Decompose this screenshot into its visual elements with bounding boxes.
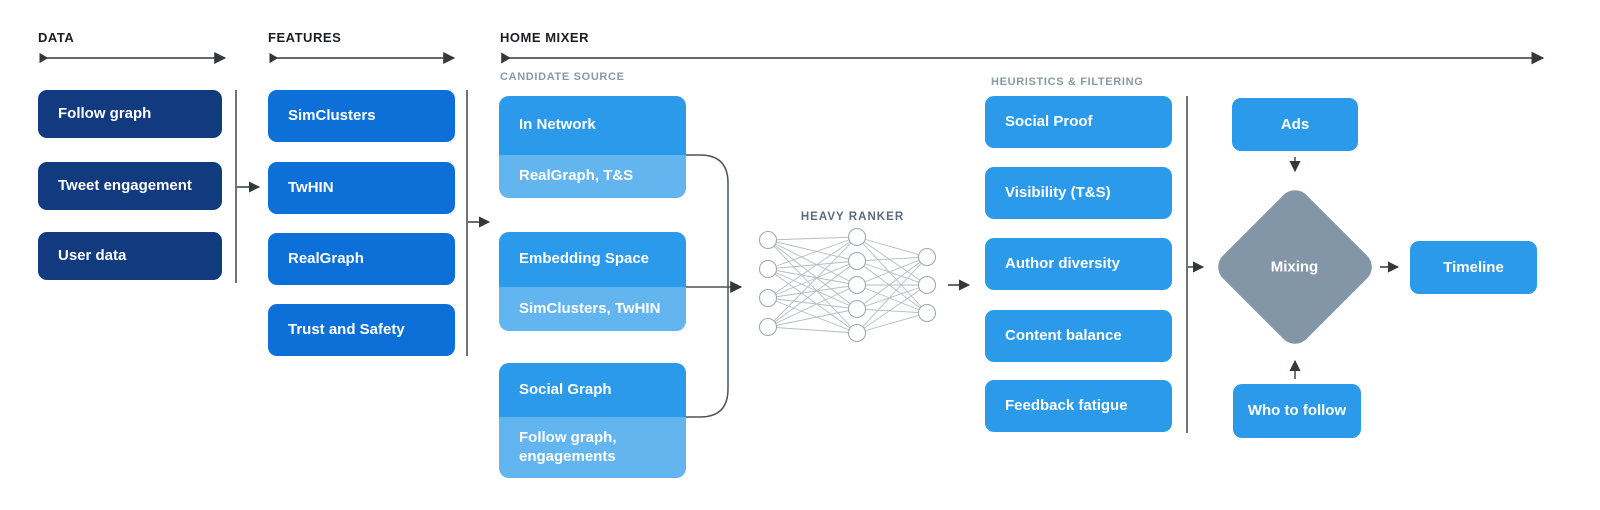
heuristics-box-visibility: Visibility (T&S): [985, 167, 1172, 219]
candidate-stack-social-graph: Social Graph Follow graph, engagements: [499, 363, 686, 478]
features-box-label: RealGraph: [288, 250, 364, 267]
who-to-follow-box: Who to follow: [1233, 384, 1361, 438]
heavy-ranker-label: HEAVY RANKER: [800, 211, 905, 223]
home-mixer-header-label: HOME MIXER: [500, 30, 589, 45]
candidate-title: Embedding Space: [519, 250, 650, 268]
who-to-follow-box-label: Who to follow: [1247, 402, 1347, 419]
features-box-label: TwHIN: [288, 179, 334, 196]
candidate-title-section: Social Graph: [499, 363, 686, 417]
heuristics-box-feedback-fatigue: Feedback fatigue: [985, 380, 1172, 432]
data-box-tweet-engagement: Tweet engagement: [38, 162, 222, 210]
heuristics-filtering-label: HEURISTICS & FILTERING: [991, 76, 1144, 88]
features-box-realgraph: RealGraph: [268, 233, 455, 285]
candidate-subtitle: RealGraph, T&S: [519, 167, 634, 185]
features-box-trust-and-safety: Trust and Safety: [268, 304, 455, 356]
mixing-diamond: Mixing: [1211, 183, 1379, 351]
neural-network-nodes: [758, 227, 937, 343]
candidate-title: Social Graph: [519, 380, 612, 398]
data-header-label: DATA: [38, 30, 75, 45]
timeline-box-label: Timeline: [1443, 258, 1504, 276]
candidate-stack-embedding-space: Embedding Space SimClusters, TwHIN: [499, 232, 686, 331]
candidate-subtitle-section: Follow graph, engagements: [499, 417, 686, 478]
mixing-diamond-label: Mixing: [1271, 258, 1319, 276]
candidate-title-section: In Network: [499, 96, 686, 155]
heuristics-box-label: Author diversity: [1005, 255, 1121, 272]
data-box-follow-graph: Follow graph: [38, 90, 222, 138]
candidate-subtitle: SimClusters, TwHIN: [519, 299, 661, 317]
heuristics-box-label: Content balance: [1005, 327, 1122, 344]
ads-box: Ads: [1232, 98, 1358, 151]
features-box-simclusters: SimClusters: [268, 90, 455, 142]
heuristics-box-label: Visibility (T&S): [1005, 184, 1111, 201]
features-header-label: FEATURES: [268, 30, 342, 45]
data-box-label: User data: [58, 247, 127, 264]
timeline-box: Timeline: [1410, 241, 1537, 294]
neural-network-edges: [767, 236, 928, 334]
ads-box-label: Ads: [1280, 115, 1310, 133]
heuristics-box-author-diversity: Author diversity: [985, 238, 1172, 290]
data-box-user-data: User data: [38, 232, 222, 280]
candidate-source-label: CANDIDATE SOURCE: [500, 71, 625, 83]
candidate-merge-curve: [686, 154, 729, 418]
candidate-title-section: Embedding Space: [499, 232, 686, 287]
heuristics-box-label: Feedback fatigue: [1005, 397, 1128, 414]
candidate-subtitle: Follow graph, engagements: [519, 428, 617, 465]
heuristics-box-social-proof: Social Proof: [985, 96, 1172, 148]
candidate-subtitle-section: SimClusters, TwHIN: [499, 287, 686, 331]
data-box-label: Follow graph: [58, 105, 152, 122]
heuristics-box-content-balance: Content balance: [985, 310, 1172, 362]
features-box-twhin: TwHIN: [268, 162, 455, 214]
features-box-label: Trust and Safety: [288, 321, 405, 338]
candidate-subtitle-section: RealGraph, T&S: [499, 155, 686, 198]
candidate-stack-in-network: In Network RealGraph, T&S: [499, 96, 686, 198]
data-box-label: Tweet engagement: [58, 177, 192, 194]
candidate-title: In Network: [519, 116, 596, 134]
heuristics-box-label: Social Proof: [1005, 113, 1093, 130]
features-box-label: SimClusters: [288, 107, 376, 124]
